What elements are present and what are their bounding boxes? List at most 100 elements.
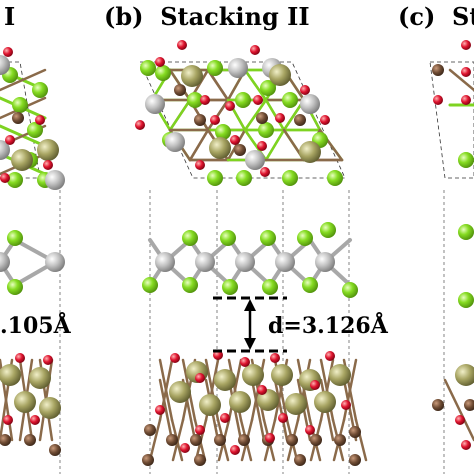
red-atom [200, 95, 210, 105]
green-atom [7, 172, 23, 188]
brown-atom [432, 399, 444, 411]
bond [273, 378, 289, 442]
bond [354, 418, 368, 462]
green-atom [282, 92, 298, 108]
green-atom [7, 230, 23, 246]
silver-atom [315, 252, 335, 272]
brown-atom [190, 434, 202, 446]
brown-atom [142, 454, 154, 466]
brown-atom [144, 424, 156, 436]
olive-atom [242, 364, 264, 386]
brown-atom [294, 454, 306, 466]
olive-atom [329, 364, 351, 386]
green-atom [282, 170, 298, 186]
olive-atom [0, 364, 21, 386]
red-atom [265, 433, 275, 443]
bond [227, 358, 243, 422]
red-atom [461, 440, 471, 450]
green-atom [260, 80, 276, 96]
green-atom [260, 230, 276, 246]
green-atom [182, 230, 198, 246]
green-atom [207, 60, 223, 76]
bond [188, 128, 210, 162]
olive-atom [314, 391, 336, 413]
red-atom [0, 173, 10, 183]
green-atom [182, 277, 198, 293]
silver-atom [275, 252, 295, 272]
green-atom [32, 82, 48, 98]
green-atom [320, 222, 336, 238]
red-atom [180, 443, 190, 453]
brown-atom [49, 444, 61, 456]
red-atom [177, 40, 187, 50]
green-atom [258, 122, 274, 138]
green-atom [27, 122, 43, 138]
brown-atom [0, 434, 11, 446]
brown-atom [464, 399, 474, 411]
bond [448, 68, 474, 92]
silver-atom [228, 58, 248, 78]
silver-atom [155, 252, 175, 272]
silver-atom [165, 132, 185, 152]
silver-atom [0, 55, 10, 75]
red-atom [210, 115, 220, 125]
green-atom [222, 279, 238, 295]
green-atom [327, 170, 343, 186]
green-atom [215, 124, 231, 140]
red-atom [195, 425, 205, 435]
green-atom [297, 230, 313, 246]
red-atom [325, 351, 335, 361]
green-atom [302, 277, 318, 293]
red-atom [155, 405, 165, 415]
red-atom [230, 135, 240, 145]
red-atom [260, 167, 270, 177]
brown-atom [174, 84, 186, 96]
red-atom [341, 400, 351, 410]
bond [243, 68, 268, 102]
green-atom [262, 279, 278, 295]
red-atom [43, 355, 53, 365]
olive-atom [39, 397, 61, 419]
red-atom [5, 135, 15, 145]
bond [264, 128, 286, 162]
olive-atom [229, 391, 251, 413]
distance-label-left: .105Å [0, 312, 72, 339]
red-atom [250, 45, 260, 55]
olive-atom [14, 391, 36, 413]
bond [250, 378, 266, 442]
green-atom [235, 92, 251, 108]
green-atom [220, 230, 236, 246]
brown-atom [214, 434, 226, 446]
red-atom [35, 115, 45, 125]
red-atom [3, 47, 13, 57]
red-atom [240, 357, 250, 367]
red-atom [253, 95, 263, 105]
bond [0, 68, 47, 92]
olive-atom [169, 381, 191, 403]
green-atom [236, 170, 252, 186]
green-atom [140, 60, 156, 76]
olive-atom [271, 364, 293, 386]
silver-atom [0, 140, 10, 160]
brown-atom [349, 454, 361, 466]
red-atom [300, 85, 310, 95]
panel-a-label: I [4, 2, 15, 31]
red-atom [257, 385, 267, 395]
red-atom [433, 95, 443, 105]
brown-atom [294, 114, 306, 126]
red-atom [30, 415, 40, 425]
olive-atom [181, 65, 203, 87]
green-atom [458, 152, 474, 168]
bond [243, 98, 268, 132]
olive-atom [29, 367, 51, 389]
green-atom [12, 97, 28, 113]
red-atom [278, 413, 288, 423]
olive-atom [455, 364, 474, 386]
brown-atom [286, 434, 298, 446]
olive-atom [37, 139, 59, 161]
red-atom [195, 373, 205, 383]
brown-atom [24, 434, 36, 446]
red-atom [461, 95, 471, 105]
red-atom [43, 160, 53, 170]
